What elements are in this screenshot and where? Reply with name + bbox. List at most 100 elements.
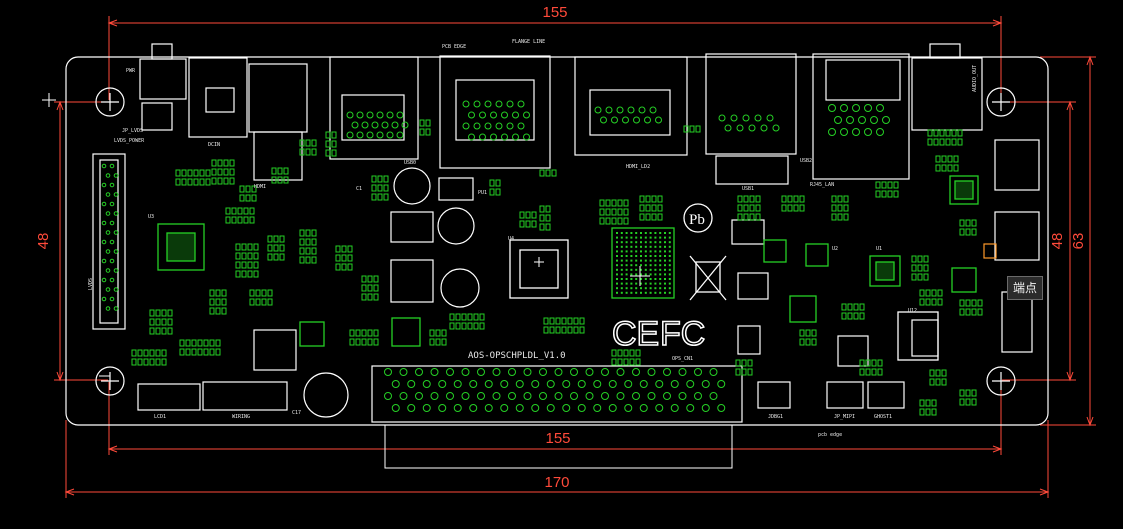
smd-pad — [237, 216, 243, 224]
hdmi-pin — [468, 133, 475, 141]
smd-pad — [429, 329, 435, 337]
smd-pad — [853, 312, 859, 320]
bga-ball — [664, 268, 666, 271]
smd-pad — [635, 349, 641, 357]
lvds-pin — [109, 296, 115, 302]
smd-pad — [959, 219, 965, 227]
endpoint-tooltip[interactable]: 端点 — [1007, 276, 1043, 300]
ops-pin — [531, 380, 540, 388]
smd-pad — [919, 399, 925, 407]
smd-pad — [215, 348, 221, 356]
bga-ball — [649, 255, 652, 257]
smd-pad — [371, 184, 377, 192]
usb0-pin — [346, 131, 354, 139]
rj45-label: RJ45_LAN — [810, 182, 834, 188]
hdmi-ld2-pin — [605, 106, 613, 114]
smd-pad — [965, 308, 971, 316]
bga-ball — [620, 273, 623, 276]
crosshair-markers — [534, 257, 650, 286]
smd-pad — [149, 318, 155, 326]
smd-pad — [793, 195, 799, 203]
smd-pad — [449, 313, 455, 321]
bga-ball — [654, 236, 657, 239]
smd-pad — [373, 329, 379, 337]
u2-label: U2 — [832, 246, 838, 252]
bga-ball — [616, 282, 618, 285]
bga-ball — [616, 287, 618, 290]
smd-pad — [747, 368, 753, 376]
smd-pad — [611, 217, 617, 225]
ops-pin — [632, 368, 640, 376]
smd-pad — [335, 254, 341, 262]
smd-pad — [161, 349, 167, 357]
smd-pad — [927, 129, 933, 137]
ops-pin — [446, 392, 454, 400]
smd-pad — [811, 338, 817, 346]
smd-pad — [311, 238, 317, 246]
hdmi-pin — [462, 100, 470, 108]
smd-pad — [271, 176, 277, 184]
bga-ball — [668, 245, 671, 248]
bga-ball — [640, 236, 642, 239]
smd-pad — [299, 256, 305, 264]
lvds-pin — [113, 249, 119, 254]
smd-pad — [441, 329, 447, 337]
smd-pad — [249, 289, 255, 297]
smd-pad — [237, 207, 243, 215]
dimension-right-outer-label: 63 — [1070, 233, 1087, 250]
smd-pad — [217, 159, 223, 167]
ops-pin — [647, 392, 656, 400]
smd-pad — [249, 216, 255, 224]
bga-ball — [635, 291, 638, 294]
smd-pad — [489, 179, 495, 187]
smd-pad — [279, 244, 285, 252]
ops-pin — [639, 380, 648, 388]
smd-pad — [657, 213, 663, 221]
bga-ball — [630, 287, 633, 290]
smd-pad — [843, 195, 849, 203]
smd-pad — [651, 204, 657, 212]
smd-pad — [911, 273, 917, 281]
smd-pad — [937, 298, 943, 306]
smd-pad — [539, 214, 545, 222]
smd-pad — [689, 125, 695, 133]
lvds-pin — [105, 230, 111, 235]
bga-ball — [620, 236, 623, 239]
ops-pin — [694, 368, 702, 376]
smd-pad — [305, 247, 311, 255]
bga-ball — [635, 241, 638, 244]
endpoint-marker — [983, 243, 997, 259]
smd-pad — [737, 213, 743, 221]
u1-label: U1 — [876, 246, 882, 252]
wiring-label: WIRING — [232, 414, 250, 420]
smd-pad — [245, 194, 251, 202]
smd-pad — [539, 205, 545, 213]
lvds-pin — [105, 268, 111, 273]
smd-pad — [781, 204, 787, 212]
pu1-label: PU1 — [478, 190, 487, 196]
smd-pad — [149, 309, 155, 317]
smd-pad — [847, 312, 853, 320]
smd-pad — [959, 299, 965, 307]
smd-pad — [131, 358, 137, 366]
smd-pad — [657, 195, 663, 203]
smd-pad — [249, 207, 255, 215]
bga-ball — [649, 291, 652, 294]
smd-pad — [545, 169, 551, 177]
bga-ball — [654, 241, 657, 244]
smd-pad — [953, 155, 959, 163]
smd-pad — [959, 228, 965, 236]
smd-pad — [871, 368, 877, 376]
bga-ball — [640, 241, 642, 244]
bga-ball — [668, 232, 671, 234]
smd-pad — [283, 176, 289, 184]
smd-pad — [253, 261, 259, 269]
bga-ball — [625, 291, 628, 294]
smd-pad — [441, 338, 447, 346]
smd-pad — [811, 329, 817, 337]
smd-pad — [959, 308, 965, 316]
smd-pad — [865, 359, 871, 367]
bga-ball — [664, 278, 666, 280]
rj45-pin — [882, 116, 890, 124]
bga-ball — [630, 273, 633, 276]
